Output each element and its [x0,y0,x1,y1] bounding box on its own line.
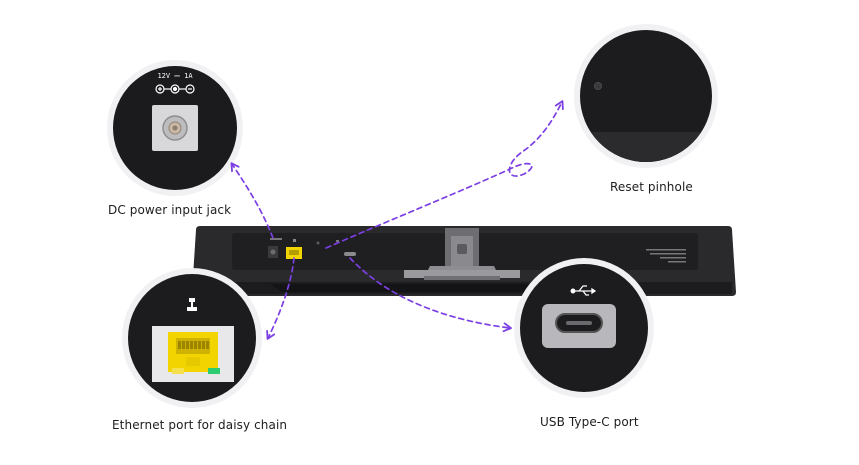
arrow-dc-power [230,162,274,239]
usb-c-callout [514,258,654,398]
dc-power-label: DC power input jack [108,203,232,217]
dc-rating-marking: 12V ⎓ 1A [157,72,193,80]
connector-arrows [230,100,564,340]
arrow-reset [325,100,564,249]
ethernet-label: Ethernet port for daisy chain [112,418,288,432]
arrow-usb-c [349,257,512,333]
device-usb-port [344,252,356,256]
usb-c-label: USB Type-C port [540,415,639,429]
device-reset-pinhole [316,241,320,245]
device-back [192,226,736,296]
usb-icon [570,285,597,296]
reset-label: Reset pinhole [610,180,693,194]
device-stand [404,228,520,280]
dc-polarity-icon [155,84,195,94]
dc-power-callout: 12V ⎓ 1A [107,60,243,196]
arrow-ethernet [266,257,295,340]
reset-callout [574,24,718,168]
ethernet-icon [187,298,197,311]
ethernet-callout [122,268,262,408]
